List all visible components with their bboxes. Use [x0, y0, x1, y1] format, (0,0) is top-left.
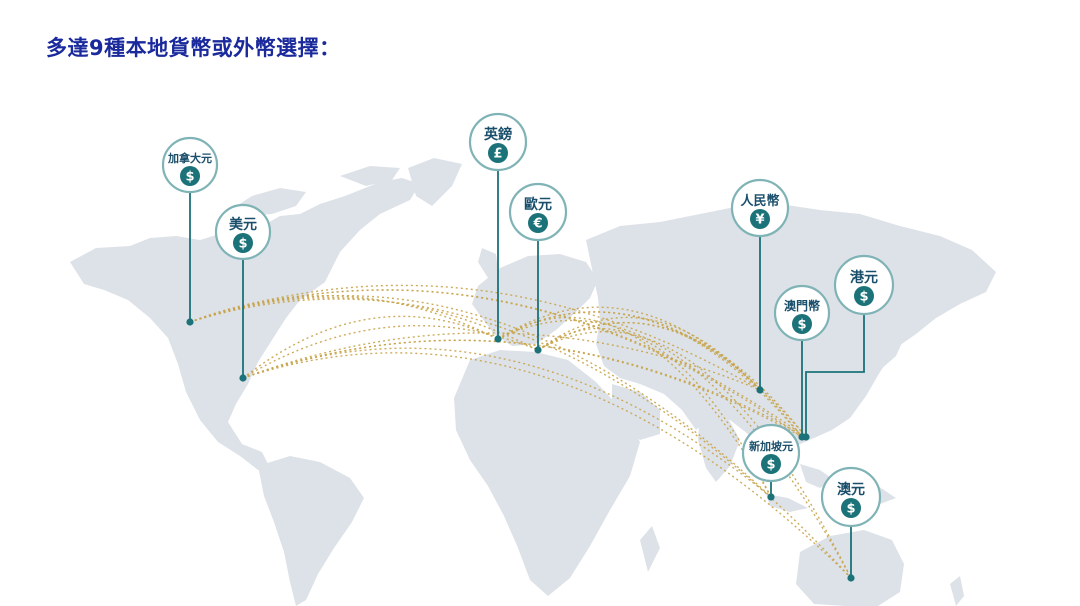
currency-symbol: $ [859, 290, 868, 305]
currency-badge [820, 466, 882, 528]
location-dot [798, 433, 806, 441]
currency-symbol: $ [185, 170, 194, 185]
currency-badge [773, 284, 831, 342]
currency-pin-cny[interactable]: 人民幣 ¥ [730, 178, 790, 394]
currency-badge [468, 112, 528, 172]
dollar-coin-icon [233, 233, 253, 253]
location-dot [494, 335, 502, 343]
currency-pins: 加拿大元 $ 美元 $ 英鎊 £ 歐元 € 人民幣 ¥ 港元 $ 澳門幣 $ 新加坡元 $ 澳元 $ [161, 112, 895, 582]
yuan-coin-icon [750, 209, 770, 229]
location-dot [186, 318, 194, 326]
currency-label: 加拿大元 [167, 151, 212, 165]
euro-coin-icon [528, 213, 548, 233]
route-cad-sgd [189, 295, 772, 498]
currency-badge [508, 182, 568, 242]
currency-pin-aud[interactable]: 澳元 $ [820, 466, 882, 582]
route-usd-cny [242, 332, 761, 391]
currency-symbol: $ [766, 458, 775, 473]
route-eur-hkd [537, 321, 807, 438]
route-cad-eur [189, 296, 539, 351]
location-dot [756, 386, 764, 394]
dollar-coin-icon [854, 286, 874, 306]
currency-label: 歐元 [524, 196, 552, 213]
currency-symbol: $ [846, 502, 855, 517]
currency-label: 新加坡元 [749, 439, 793, 453]
route-gbp-aud [497, 319, 852, 579]
exchange-routes [189, 284, 852, 579]
currency-badge [214, 203, 272, 261]
currency-pin-mop[interactable]: 澳門幣 $ [773, 284, 831, 441]
currency-pin-gbp[interactable]: 英鎊 £ [468, 112, 528, 343]
dollar-coin-icon [841, 498, 861, 518]
currency-pin-sgd[interactable]: 新加坡元 $ [741, 423, 801, 501]
currency-pin-cad[interactable]: 加拿大元 $ [161, 136, 219, 326]
location-dot [767, 493, 775, 501]
route-usd-sgd [242, 347, 772, 498]
dollar-coin-icon [761, 454, 781, 474]
currency-symbol: € [532, 217, 542, 232]
currency-label: 美元 [229, 216, 257, 233]
currency-badge [833, 254, 895, 316]
currency-pin-eur[interactable]: 歐元 € [508, 182, 568, 354]
currency-symbol: ¥ [755, 213, 764, 228]
currency-symbol: £ [493, 147, 502, 162]
currency-label: 澳門幣 [784, 298, 820, 313]
location-dot [239, 374, 247, 382]
currency-symbol: $ [797, 318, 806, 333]
currency-label: 港元 [850, 269, 878, 286]
route-usd-aud [242, 352, 852, 579]
currency-label: 英鎊 [483, 126, 512, 143]
currency-badge [741, 423, 801, 483]
currency-symbol: $ [238, 237, 247, 252]
page-title: 多達9種本地貨幣或外幣選擇： [46, 36, 341, 60]
currency-pin-usd[interactable]: 美元 $ [214, 203, 272, 382]
currency-badge [161, 136, 219, 194]
currency-badge [730, 178, 790, 238]
location-dot [847, 574, 855, 582]
currency-label: 澳元 [837, 481, 865, 498]
currency-label: 人民幣 [740, 193, 779, 209]
location-dot [534, 346, 542, 354]
dollar-coin-icon [792, 314, 812, 334]
pound-coin-icon [488, 143, 508, 163]
currency-pin-hkd[interactable]: 港元 $ [802, 254, 895, 441]
pin-stem [805, 314, 865, 437]
route-eur-aud [537, 330, 852, 579]
dollar-coin-icon [180, 166, 200, 186]
